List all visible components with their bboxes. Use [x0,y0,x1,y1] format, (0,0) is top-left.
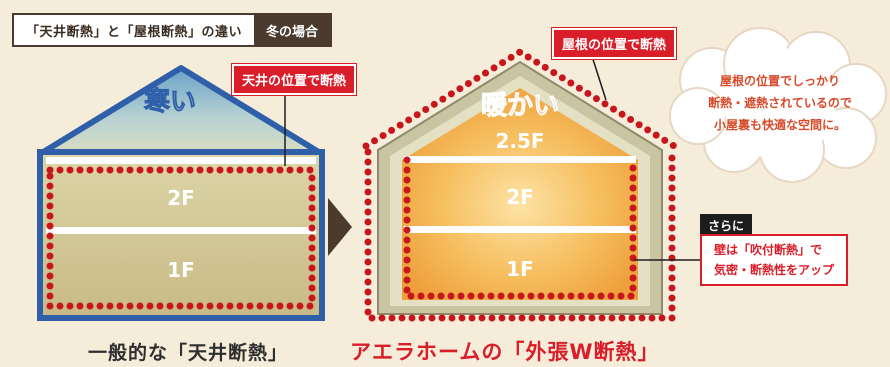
right-outer-wall-insulation [364,148,676,322]
right-wall-insulation [403,156,637,300]
extra-note-box: 壁は「吹付断熱」で 気密・断熱性をアップ [700,234,849,286]
left-house-body [37,149,325,321]
left-house-ceiling-line [46,157,316,164]
title-main: 「天井断熱」と「屋根断熱」の違い [26,24,243,40]
left-floor-2f: 2F [167,186,195,210]
right-caption: アエラホームの「外張W断熱」 [350,340,660,364]
comparison-arrow-icon [328,198,352,256]
title-season-badge: 冬の場合 [254,15,331,45]
left-caption: 一般的な「天井断熱」 [88,342,289,364]
left-house-floor-line [46,227,316,234]
cloud-note-line: 断熱・遮熱されているので [708,96,852,110]
extra-note-line: 気密・断熱性をアップ [714,263,835,277]
left-ceiling-insulation [46,166,316,310]
cloud-bubble [669,27,887,183]
ceiling-insulation-label: 天井の位置で断熱 [232,64,357,95]
right-floor-1f: 1F [506,257,534,281]
right-temp-label: 暖かい [481,91,559,121]
cloud-note-text: 屋根の位置でしっかり 断熱・遮熱されているので 小屋裏も快適な空間に。 [670,70,890,136]
cloud-note-line: 屋根の位置でしっかり [719,74,840,88]
title-bar: 「天井断熱」と「屋根断熱」の違い 冬の場合 [12,13,333,47]
cloud-note-line: 小屋裏も快適な空間に。 [713,118,846,132]
right-roof-insulation [362,47,678,150]
left-floor-1f: 1F [167,258,195,282]
extra-note-line: 壁は「吹付断熱」で [714,243,823,257]
right-house-ceiling-line [404,156,636,163]
right-floor-2f: 2F [506,185,534,209]
extra-note-tag: さらに [700,214,753,237]
right-house-floor-line [404,226,636,233]
roof-insulation-label: 屋根の位置で断熱 [552,28,677,59]
left-temp-label: 寒い [144,86,196,117]
right-house-interior [402,88,638,300]
left-house [37,65,325,321]
right-house [362,47,678,322]
right-floor-2-5f: 2.5F [495,129,544,153]
